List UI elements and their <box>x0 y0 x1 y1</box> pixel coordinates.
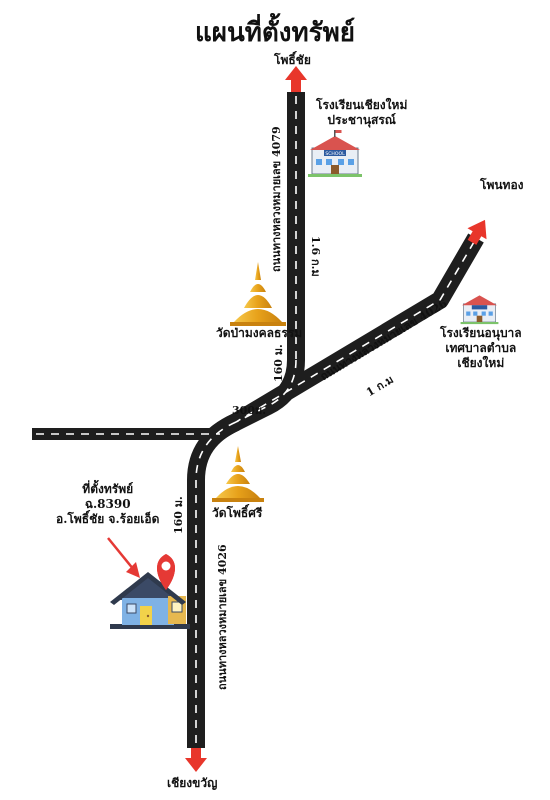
temple-north-icon <box>230 262 286 326</box>
direction-arrows <box>185 66 487 772</box>
school-east-icon <box>460 295 499 325</box>
road-4079-label: ถนนทางหลวงหมายเลข 4079 <box>270 126 283 272</box>
school-north-label-line1: โรงเรียนเชียงใหม่ <box>316 98 408 112</box>
school-east-label-line3: เชียงใหม่ <box>457 356 505 370</box>
distance-160-m-lower-label: 160 ม. <box>172 496 185 534</box>
road-dashes <box>36 96 475 746</box>
school-north-label-line2: ประชานุสรณ์ <box>327 113 396 127</box>
property-label-line1: ที่ตั้งทรัพย์ <box>82 482 134 496</box>
distance-300-m-label: 300ม. <box>232 404 267 417</box>
school-east-label-line1: โรงเรียนอนุบาล <box>440 326 522 340</box>
destination-north-label: โพธิ์ชัย <box>274 53 311 67</box>
location-pin-icon <box>157 554 175 590</box>
roads <box>32 92 484 748</box>
arrow-north-icon <box>285 66 307 92</box>
arrow-northeast-icon <box>467 219 487 245</box>
temple-north-label: วัดป่ามงคลธรรม <box>216 326 303 340</box>
school-north-label: โรงเรียนเชียงใหม่ ประชานุสรณ์ <box>316 98 407 128</box>
property-house-icon <box>110 572 190 629</box>
road-4026-south <box>187 413 241 748</box>
pointer-arrow-icon <box>107 537 140 578</box>
map-title: แผนที่ตั้งทรัพย์ <box>195 18 355 48</box>
property-label-line3: อ.โพธิ์ชัย จ.ร้อยเอ็ด <box>56 512 160 526</box>
destination-south-label: เชียงขวัญ <box>167 776 218 790</box>
temple-south-label: วัดโพธิ์ศรี <box>212 506 263 520</box>
distance-160-m-upper-label: 160 ม. <box>272 344 285 382</box>
school-sign-text: SCHOOL <box>325 151 345 157</box>
property-label-line2: ฉ.8390 <box>84 497 131 511</box>
school-east-label-line2: เทศบาลตำบล <box>445 341 517 355</box>
property-label: ที่ตั้งทรัพย์ ฉ.8390 อ.โพธิ์ชัย จ.ร้อยเอ… <box>56 482 159 527</box>
school-north-icon: SCHOOL <box>308 130 362 177</box>
temple-south-icon <box>212 446 264 502</box>
school-east-label: โรงเรียนอนุบาล เทศบาลตำบล เชียงใหม่ <box>440 326 522 371</box>
destination-northeast-label: โพนทอง <box>480 178 524 192</box>
road-4026-south-label: ถนนทางหลวงหมายเลข 4026 <box>216 544 229 690</box>
distance-1-6-km-label: 1.6 ก.ม <box>309 236 322 277</box>
arrow-south-icon <box>185 748 207 772</box>
